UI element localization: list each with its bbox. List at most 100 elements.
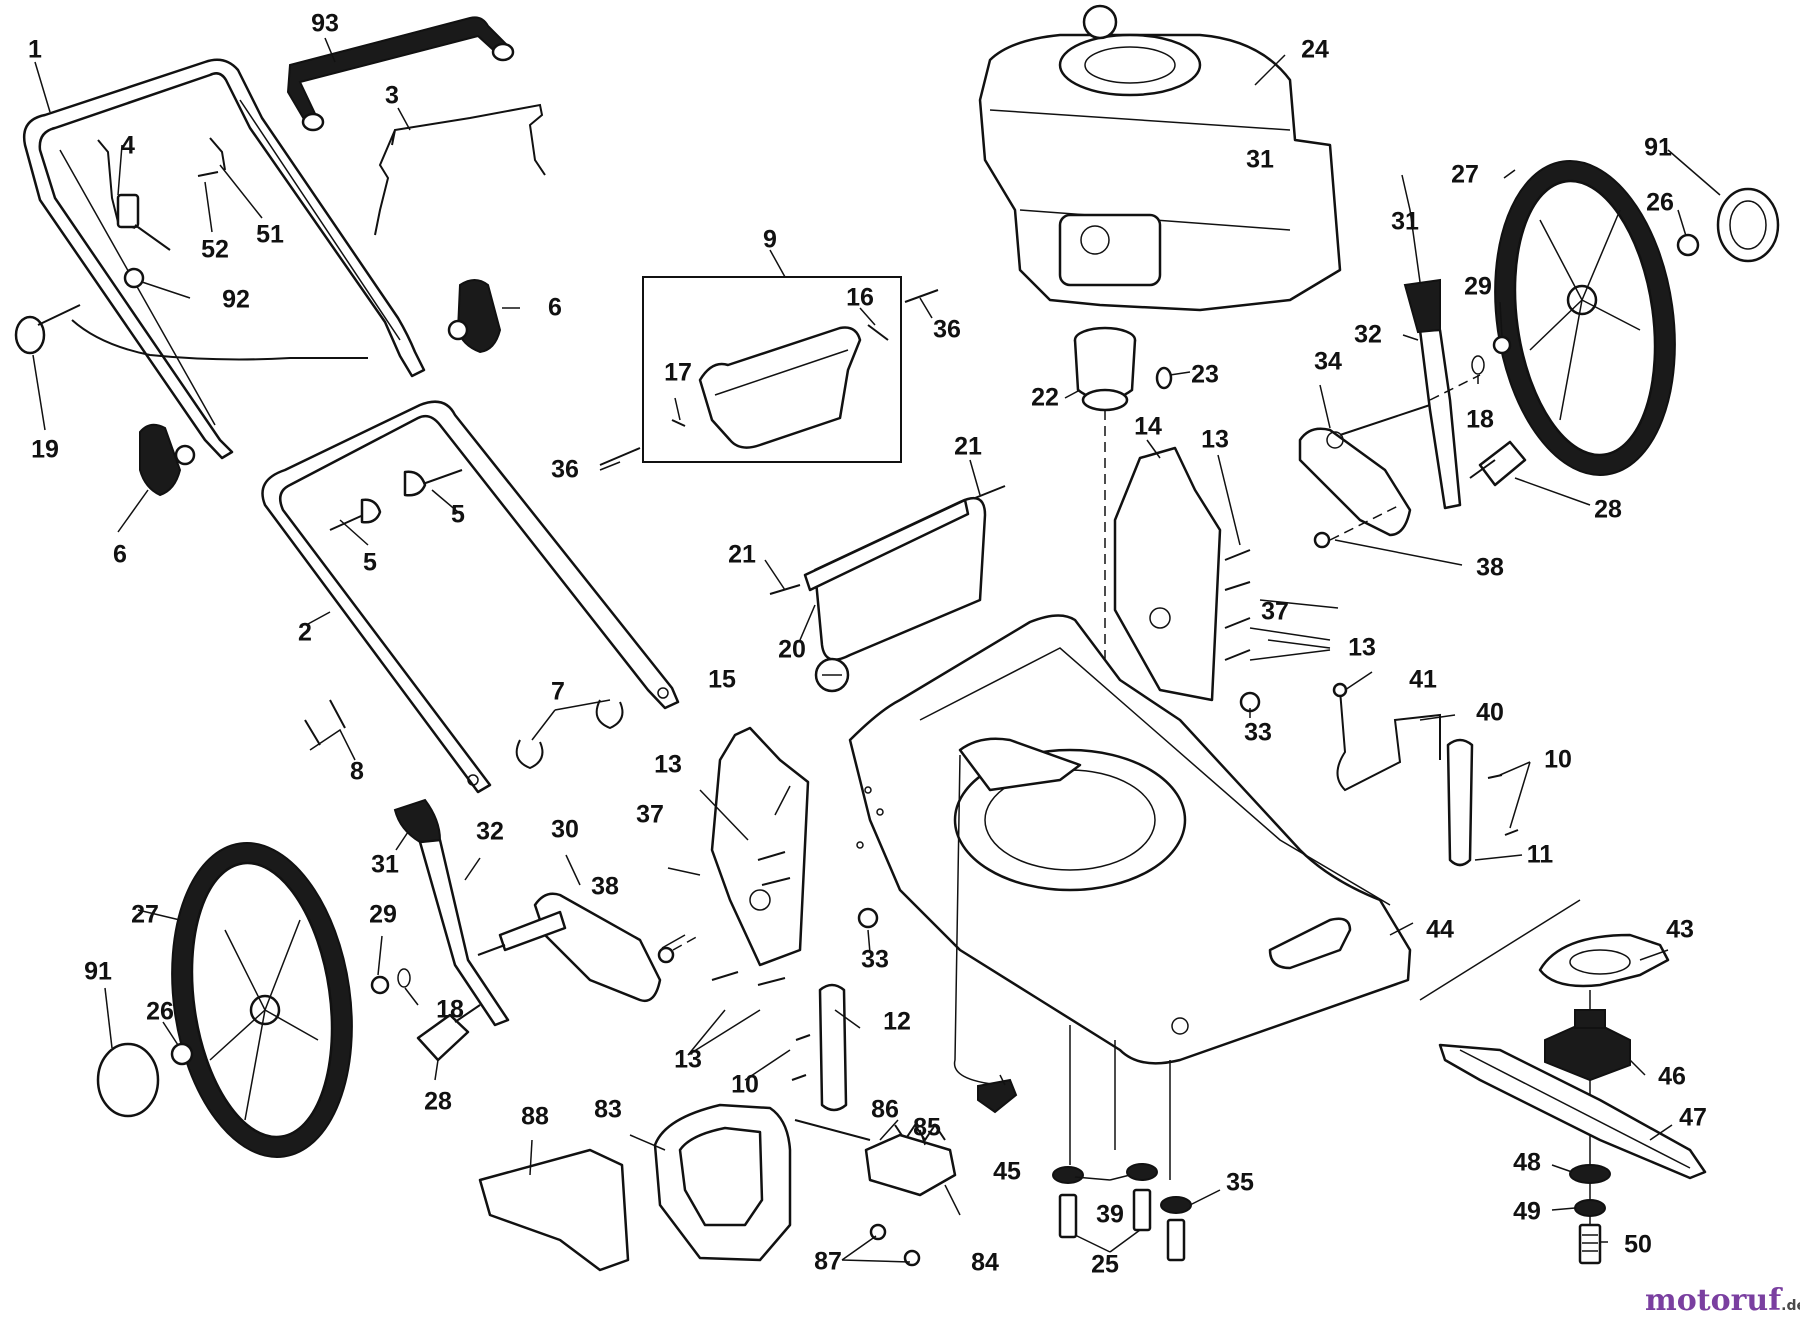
lower-handle (261, 400, 680, 794)
callout-51: 51 (256, 220, 284, 249)
leader-lines (32, 37, 1721, 1263)
part-45 (977, 1078, 1018, 1114)
callout-40: 40 (1476, 698, 1504, 727)
callout-92: 92 (222, 285, 250, 314)
callout-10-left: 10 (731, 1070, 759, 1099)
watermark-main: motoruf (1645, 1283, 1782, 1318)
hubcap-right (1716, 187, 1780, 263)
screw-36b (599, 447, 641, 466)
screw-21b (974, 485, 1006, 499)
left-axle-plate (477, 892, 662, 1003)
left-lever (393, 798, 510, 1027)
screw-41 (1332, 682, 1348, 698)
callout-23: 23 (1191, 360, 1219, 389)
callout-36b: 36 (551, 455, 579, 484)
callout-37b: 37 (636, 800, 664, 829)
callout-44: 44 (1426, 915, 1454, 944)
callout-16: 16 (846, 283, 874, 312)
axle-line-right (1329, 374, 1481, 541)
callout-52: 52 (201, 235, 229, 264)
grip-bar (286, 16, 515, 132)
callout-46: 46 (1658, 1062, 1686, 1091)
callout-18-right: 18 (1466, 405, 1494, 434)
callout-36a: 36 (933, 315, 961, 344)
callout-41: 41 (1409, 665, 1437, 694)
pulley (1073, 326, 1137, 412)
washer-38-left (657, 946, 675, 964)
screw-36a (904, 289, 939, 303)
callout-86: 86 (871, 1095, 899, 1124)
callout-15: 15 (708, 665, 736, 694)
bolt-5a-head (360, 498, 382, 524)
right-height-bracket (1113, 446, 1222, 702)
bolt-5b (419, 469, 463, 486)
callout-50: 50 (1624, 1230, 1652, 1259)
callout-4: 4 (121, 131, 135, 160)
callout-28-left: 28 (424, 1087, 452, 1116)
callout-29-left: 29 (369, 900, 397, 929)
clip-18-right (1471, 355, 1485, 375)
axle-bolt-28-right (1469, 440, 1527, 487)
callout-32-right: 32 (1354, 320, 1382, 349)
blade-47 (1438, 1043, 1707, 1180)
washer-26-left (170, 1042, 194, 1066)
callout-19: 19 (31, 435, 59, 464)
axle-line-left (672, 934, 701, 951)
callout-31-right: 31 (1391, 207, 1419, 236)
rod-40 (1336, 689, 1441, 792)
callout-85: 85 (913, 1113, 941, 1142)
callout-45: 45 (993, 1157, 1021, 1186)
deck-bolt-guides (1069, 1025, 1171, 1180)
callout-12: 12 (883, 1007, 911, 1036)
deflector-flap (698, 326, 862, 449)
callout-88: 88 (521, 1102, 549, 1131)
callout-21-top: 21 (954, 432, 982, 461)
callout-9: 9 (763, 225, 777, 254)
callout-35: 35 (1226, 1168, 1254, 1197)
callout-38-left: 38 (591, 872, 619, 901)
rod-86 (794, 1119, 871, 1141)
callout-34: 34 (1314, 347, 1342, 376)
clip-18-left (397, 968, 411, 988)
mower-deck (848, 614, 1412, 1065)
callout-5a: 5 (363, 548, 377, 577)
plate-11 (1446, 738, 1519, 867)
detail-box-9 (642, 276, 902, 463)
pin-16 (867, 324, 889, 341)
blade-mount-46 (1544, 1009, 1631, 1082)
callout-27-right: 27 (1451, 160, 1479, 189)
bolt-25a (1058, 1193, 1078, 1239)
callout-31a: 31 (1246, 145, 1274, 174)
washer-49 (1574, 1199, 1606, 1217)
screws-13-left (711, 851, 791, 986)
clip-7 (515, 699, 624, 770)
right-lever (1403, 278, 1462, 510)
callout-11: 11 (1526, 840, 1554, 869)
callout-24: 24 (1301, 35, 1329, 64)
control-cable (71, 319, 368, 361)
rear-guard-88 (478, 1148, 630, 1272)
watermark-suffix: .de (1781, 1298, 1800, 1314)
switch-bolt (209, 137, 226, 171)
callout-84: 84 (971, 1248, 999, 1277)
key-23 (1155, 366, 1173, 390)
callout-14: 14 (1134, 412, 1162, 441)
washer-29-right (1492, 335, 1512, 355)
right-axle-plate (1298, 404, 1431, 537)
spring-17 (671, 419, 686, 427)
plate-12 (791, 983, 848, 1112)
callout-43: 43 (1666, 915, 1694, 944)
callout-27-left: 27 (131, 900, 159, 929)
callout-7: 7 (551, 677, 565, 706)
bolt-25c (1166, 1218, 1186, 1262)
bolt-25b (1132, 1188, 1152, 1232)
callout-22: 22 (1031, 383, 1059, 412)
callout-32-left: 32 (476, 817, 504, 846)
callout-33a: 33 (1244, 718, 1272, 747)
callout-13c: 13 (654, 750, 682, 779)
washer-39b (1126, 1163, 1158, 1181)
callout-6-upper: 6 (548, 293, 562, 322)
callout-13b: 13 (1348, 633, 1376, 662)
